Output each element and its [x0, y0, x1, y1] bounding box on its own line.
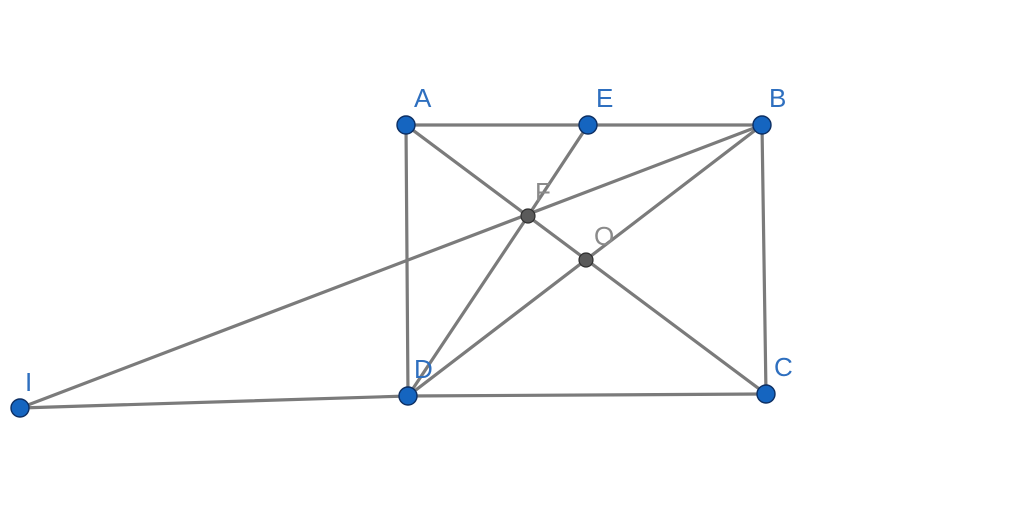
point-e[interactable]	[578, 115, 598, 135]
point-a[interactable]	[396, 115, 416, 135]
point-label-b: B	[769, 83, 786, 113]
point-c[interactable]	[756, 384, 776, 404]
point-label-d: D	[414, 354, 433, 384]
labels-layer: A E B C D I F O	[25, 83, 793, 397]
segment-bc	[760, 123, 768, 396]
point-i[interactable]	[10, 398, 30, 418]
segment-ib	[18, 123, 764, 410]
point-f[interactable]	[520, 208, 536, 224]
point-d[interactable]	[398, 386, 418, 406]
point-label-f: F	[535, 177, 551, 207]
segment-fd	[406, 214, 530, 398]
segments-layer	[18, 123, 768, 410]
segment-cd	[406, 392, 768, 398]
points-layer	[10, 115, 776, 418]
segment-id	[18, 394, 410, 410]
segment-ef	[526, 123, 590, 218]
point-label-c: C	[774, 352, 793, 382]
point-label-e: E	[596, 83, 613, 113]
point-o[interactable]	[578, 252, 594, 268]
point-label-i: I	[25, 367, 32, 397]
point-label-a: A	[414, 83, 432, 113]
point-b[interactable]	[752, 115, 772, 135]
point-label-o: O	[594, 221, 614, 251]
